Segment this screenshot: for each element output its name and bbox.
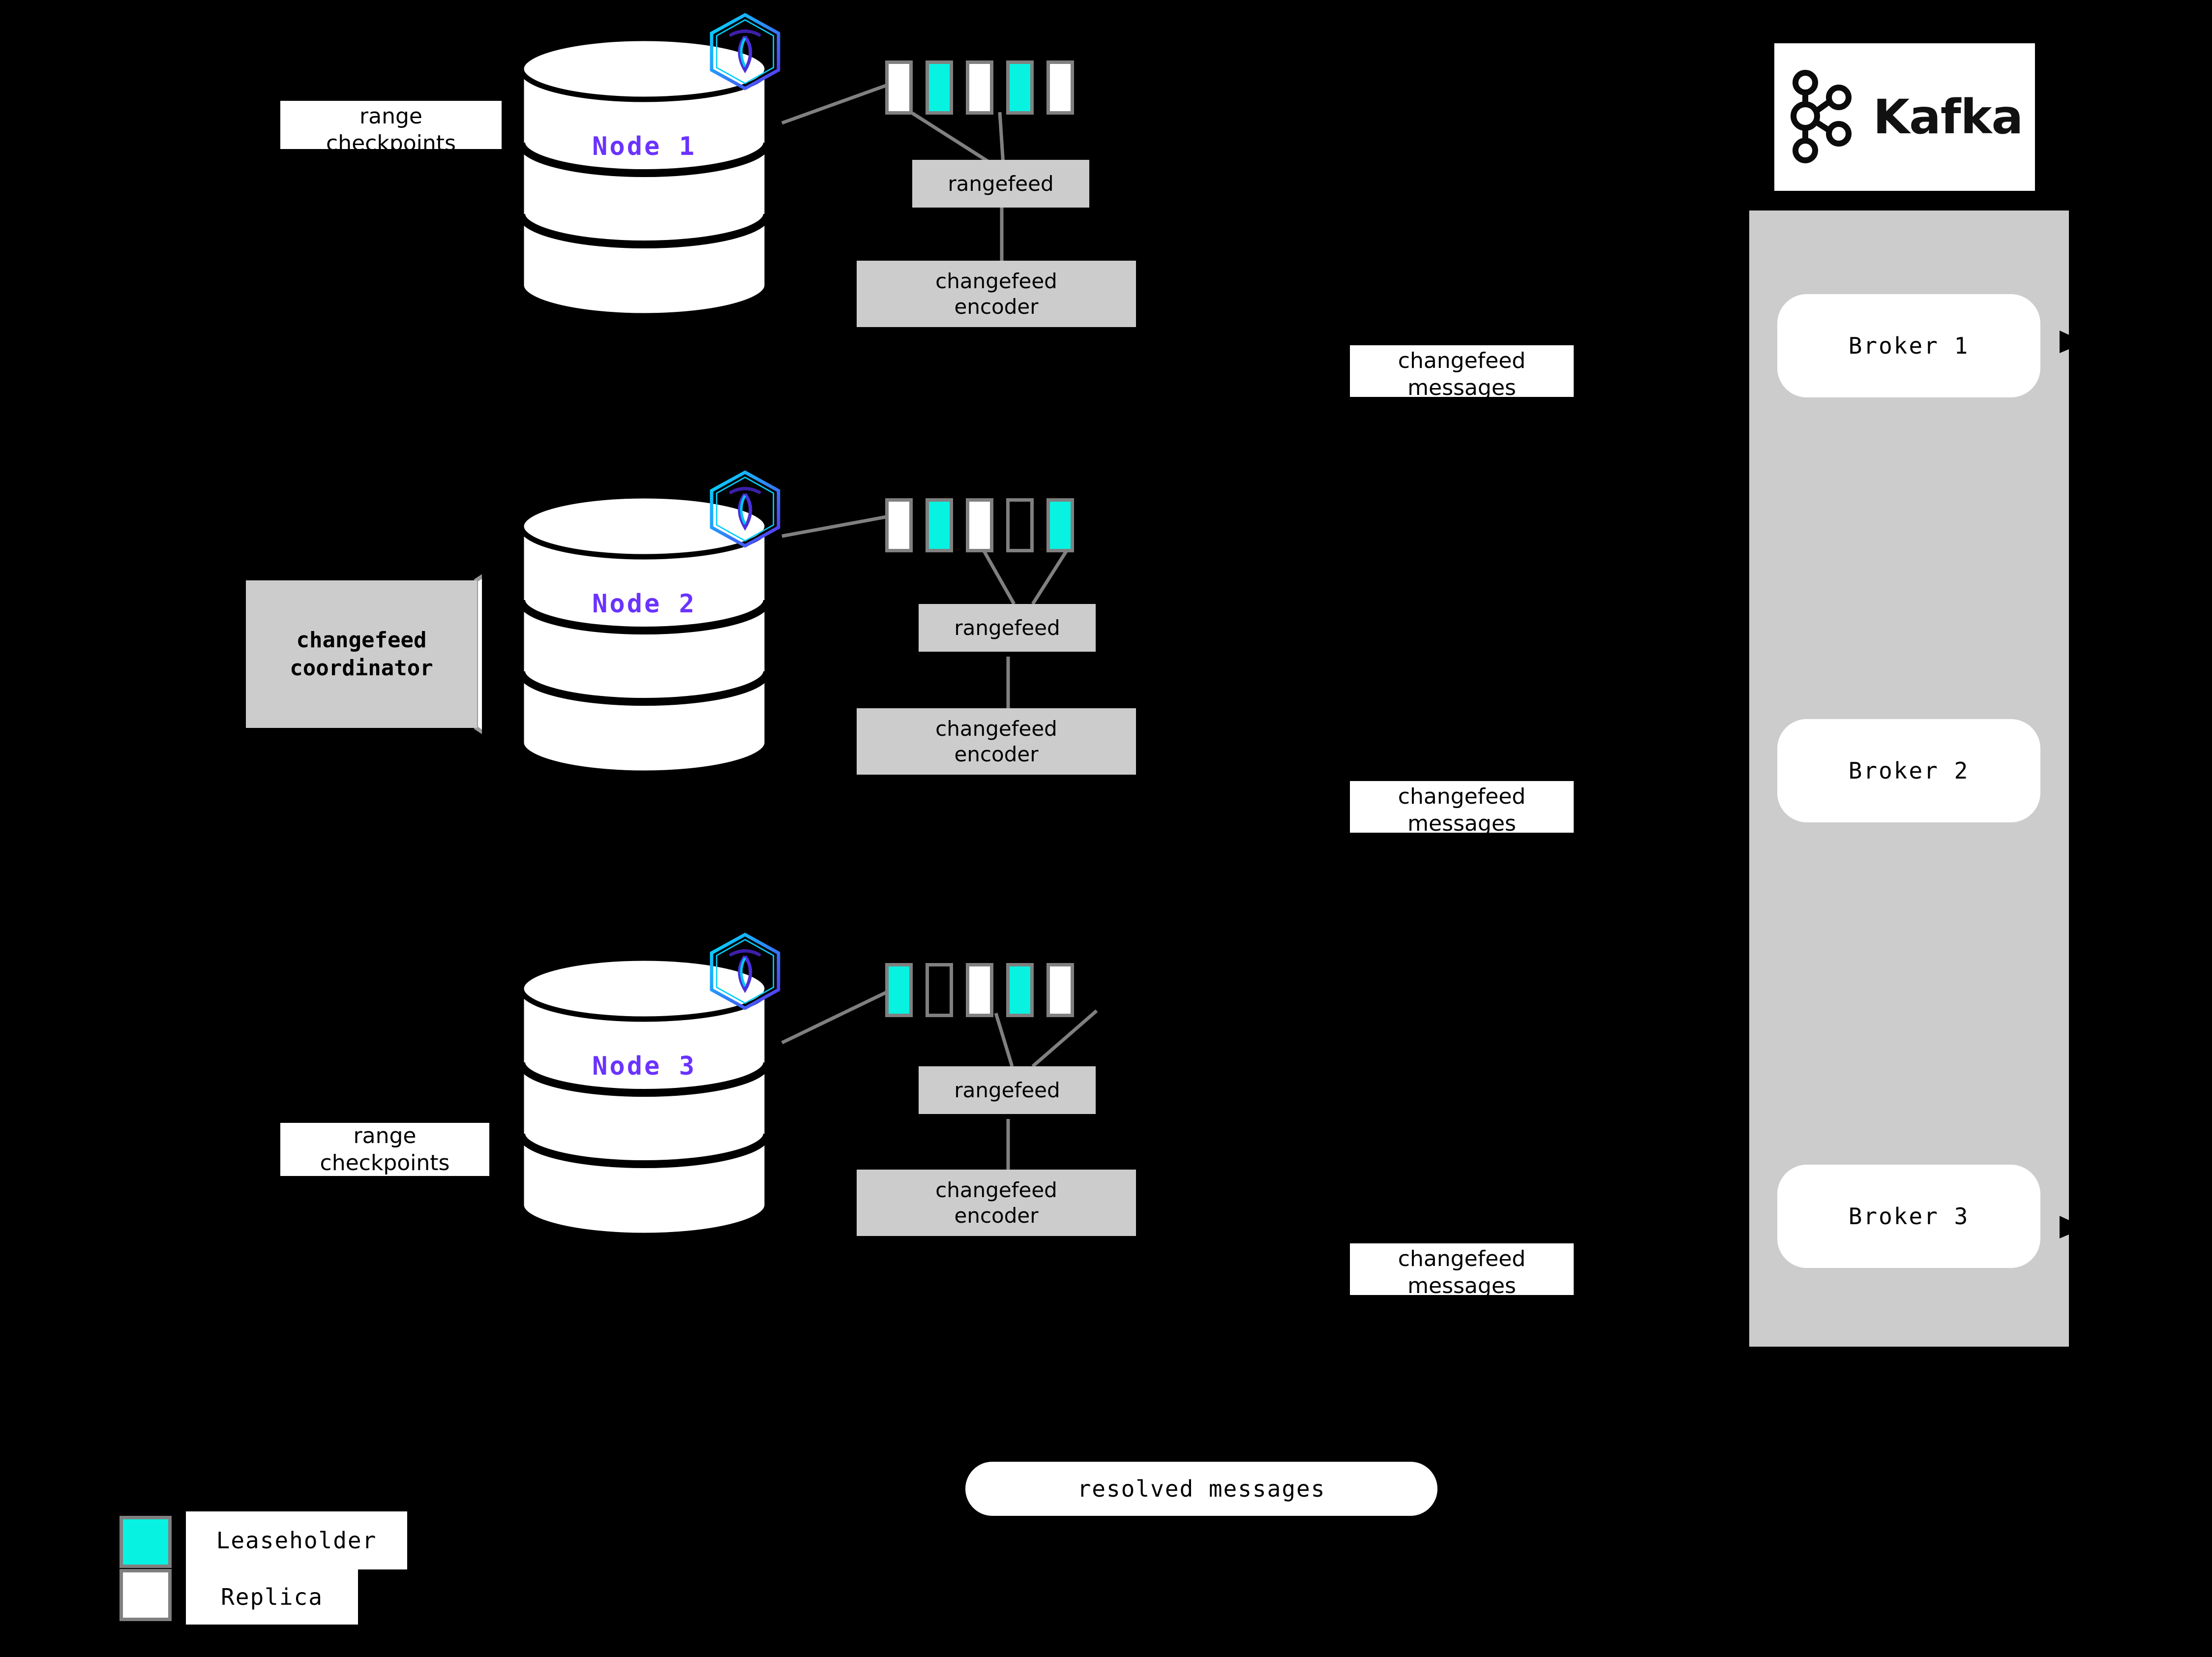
range-checkpoints-text: range checkpoints (320, 1123, 450, 1175)
node-3-cylinder: Node 3 (516, 949, 772, 1244)
node-2-label: Node 2 (592, 589, 696, 619)
node-1-cylinder: Node 1 (516, 30, 772, 325)
node-1-rangefeed-box[interactable]: rangefeed (912, 160, 1089, 208)
changefeed-coordinator-label: changefeed coordinator (290, 627, 433, 681)
kafka-logo-box: Kafka (1774, 43, 2035, 191)
node-3-range-checkpoints-label: range checkpoints (280, 1123, 489, 1176)
legend-text: Leaseholder (216, 1527, 377, 1554)
range-replica[interactable] (885, 60, 913, 115)
node-1-ranges (885, 60, 1074, 115)
range-empty[interactable] (926, 963, 953, 1017)
changefeed-coordinator-box[interactable]: changefeed coordinator (246, 580, 477, 728)
broker-label: Broker 2 (1848, 757, 1970, 784)
range-replica[interactable] (966, 963, 993, 1017)
resolved-messages-pill[interactable]: resolved messages (965, 1462, 1437, 1516)
range-replica[interactable] (1046, 963, 1074, 1017)
node-1-label: Node 1 (592, 132, 696, 161)
node-3-label: Node 3 (592, 1052, 696, 1081)
changefeed-messages-text: changefeed messages (1398, 1246, 1526, 1298)
node-1-changefeed-messages-label: changefeed messages (1350, 345, 1574, 400)
range-empty[interactable] (1006, 498, 1034, 552)
changefeed-encoder-label: changefeed encoder (935, 269, 1057, 319)
node-3-changefeed-encoder-box[interactable]: changefeed encoder (857, 1170, 1136, 1236)
legend-label-leaseholder: Leaseholder (186, 1511, 407, 1569)
legend-swatch-leaseholder (120, 1516, 172, 1568)
node-3-ranges (885, 963, 1074, 1017)
broker-1[interactable]: Broker 1 (1777, 294, 2040, 397)
kafka-nodes-icon (1787, 67, 1860, 167)
range-leaseholder[interactable] (926, 498, 953, 552)
cockroachdb-logo-icon (703, 930, 787, 1013)
node-2-cylinder: Node 2 (516, 487, 772, 782)
broker-label: Broker 1 (1848, 332, 1970, 359)
node-2-rangefeed-box[interactable]: rangefeed (919, 604, 1096, 652)
range-replica[interactable] (885, 498, 913, 552)
cockroachdb-logo-icon (703, 10, 787, 93)
legend-swatch-replica (120, 1569, 172, 1621)
range-leaseholder[interactable] (885, 963, 913, 1017)
resolved-messages-label: resolved messages (1077, 1476, 1326, 1502)
broker-2[interactable]: Broker 2 (1777, 719, 2040, 822)
node-2-ranges (885, 498, 1074, 552)
range-replica[interactable] (1046, 60, 1074, 115)
cockroachdb-logo-icon (703, 467, 787, 551)
changefeed-messages-text: changefeed messages (1398, 784, 1526, 836)
node-2-changefeed-messages-label: changefeed messages (1350, 781, 1574, 836)
changefeed-encoder-label: changefeed encoder (935, 1178, 1057, 1228)
range-leaseholder[interactable] (1006, 60, 1034, 115)
legend-text: Replica (221, 1583, 323, 1610)
node-1-range-checkpoints-label: range checkpoints (280, 101, 502, 156)
rangefeed-label: rangefeed (954, 1078, 1060, 1102)
node-2-changefeed-encoder-box[interactable]: changefeed encoder (857, 708, 1136, 775)
changefeed-coordinator[interactable]: changefeed coordinator (246, 551, 482, 757)
changefeed-encoder-label: changefeed encoder (935, 717, 1057, 766)
node-3-changefeed-messages-label: changefeed messages (1350, 1243, 1574, 1298)
range-replica[interactable] (966, 60, 993, 115)
range-leaseholder[interactable] (1046, 498, 1074, 552)
range-checkpoints-text: range checkpoints (326, 104, 456, 156)
legend-label-replica: Replica (186, 1569, 358, 1625)
rangefeed-label: rangefeed (954, 615, 1060, 640)
kafka-wordmark: Kafka (1873, 90, 2024, 145)
rangefeed-label: rangefeed (948, 171, 1054, 196)
range-leaseholder[interactable] (1006, 963, 1034, 1017)
range-leaseholder[interactable] (926, 60, 953, 115)
broker-3[interactable]: Broker 3 (1777, 1165, 2040, 1268)
broker-label: Broker 3 (1848, 1203, 1970, 1230)
range-replica[interactable] (966, 498, 993, 552)
node-3-rangefeed-box[interactable]: rangefeed (919, 1066, 1096, 1114)
node-1-changefeed-encoder-box[interactable]: changefeed encoder (857, 261, 1136, 327)
changefeed-messages-text: changefeed messages (1398, 348, 1526, 400)
